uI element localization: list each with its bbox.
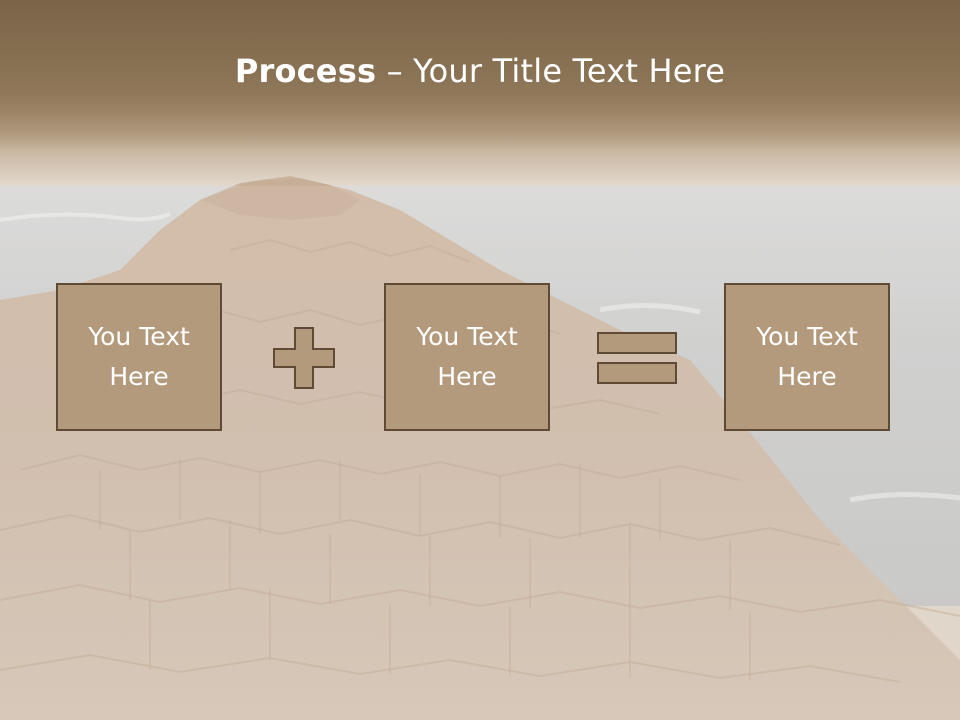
process-box-2-text: You Text Here <box>416 322 518 391</box>
background-overlay <box>0 186 960 720</box>
process-box-3[interactable]: You Text Here <box>724 283 890 431</box>
title-bold-text: Process <box>234 52 377 90</box>
process-box-3-text: You Text Here <box>756 322 858 391</box>
header-band <box>0 0 960 150</box>
process-box-1-text: You Text Here <box>88 322 190 391</box>
title-rest-text: – Your Title Text Here <box>376 52 726 90</box>
equals-icon <box>597 332 677 384</box>
plus-icon <box>273 327 335 389</box>
process-box-1[interactable]: You Text Here <box>56 283 222 431</box>
process-box-2[interactable]: You Text Here <box>384 283 550 431</box>
slide-title[interactable]: Process – Your Title Text Here <box>0 52 960 90</box>
